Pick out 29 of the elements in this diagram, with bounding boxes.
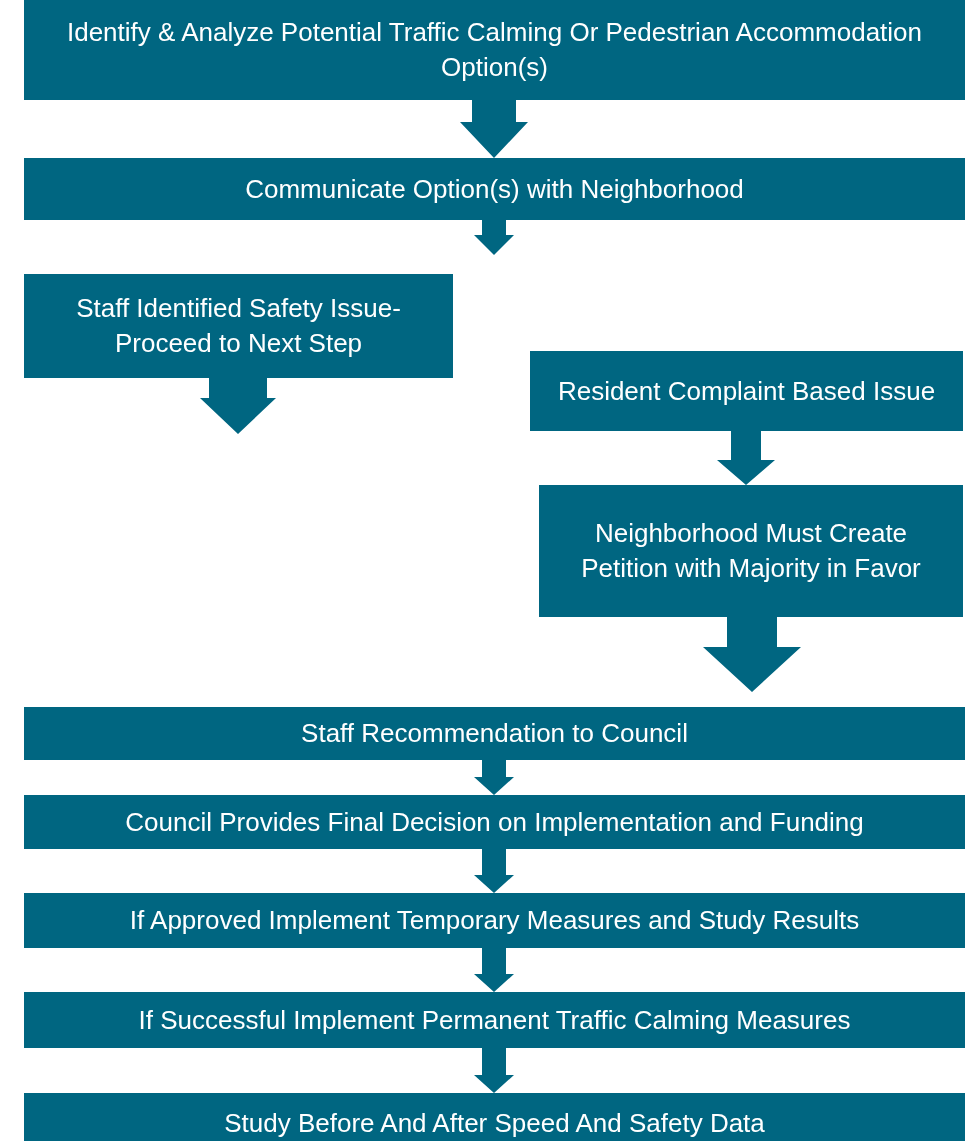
process-box [24, 795, 965, 849]
arrow [474, 220, 514, 255]
arrow [200, 378, 276, 434]
arrow [474, 948, 514, 992]
arrow [474, 1048, 514, 1093]
arrow [703, 617, 801, 692]
step-text: Council Provides Final Decision on Implementation and Funding [125, 805, 864, 839]
process-box [539, 485, 963, 617]
step-text: Staff Identified Safety Issue- Proceed to Next Step [75, 292, 402, 360]
step-text: Neighborhood Must Create Petition with Majority in Favor [580, 517, 922, 585]
step-text: Identify & Analyze Potential Traffic Calming Or Pedestrian Accommodation Option(s) [65, 16, 924, 84]
process-box [24, 1093, 965, 1141]
process-box [24, 274, 453, 378]
step-text: Resident Complaint Based Issue [557, 374, 936, 408]
process-box [24, 707, 965, 760]
step-text: Communicate Option(s) with Neighborhood [245, 172, 744, 206]
arrow [717, 431, 775, 485]
step-text: Study Before And After Speed And Safety Data [224, 1106, 765, 1140]
step-text: If Successful Implement Permanent Traffic Calming Measures [138, 1003, 851, 1037]
arrow [474, 849, 514, 893]
process-box [24, 992, 965, 1048]
arrow [460, 100, 528, 158]
process-box [24, 0, 965, 100]
process-box [24, 893, 965, 948]
arrow [474, 760, 514, 795]
process-box [24, 158, 965, 220]
process-box [530, 351, 963, 431]
step-text: Staff Recommendation to Council [301, 717, 688, 750]
step-text: If Approved Implement Temporary Measures and Study Results [129, 904, 860, 937]
